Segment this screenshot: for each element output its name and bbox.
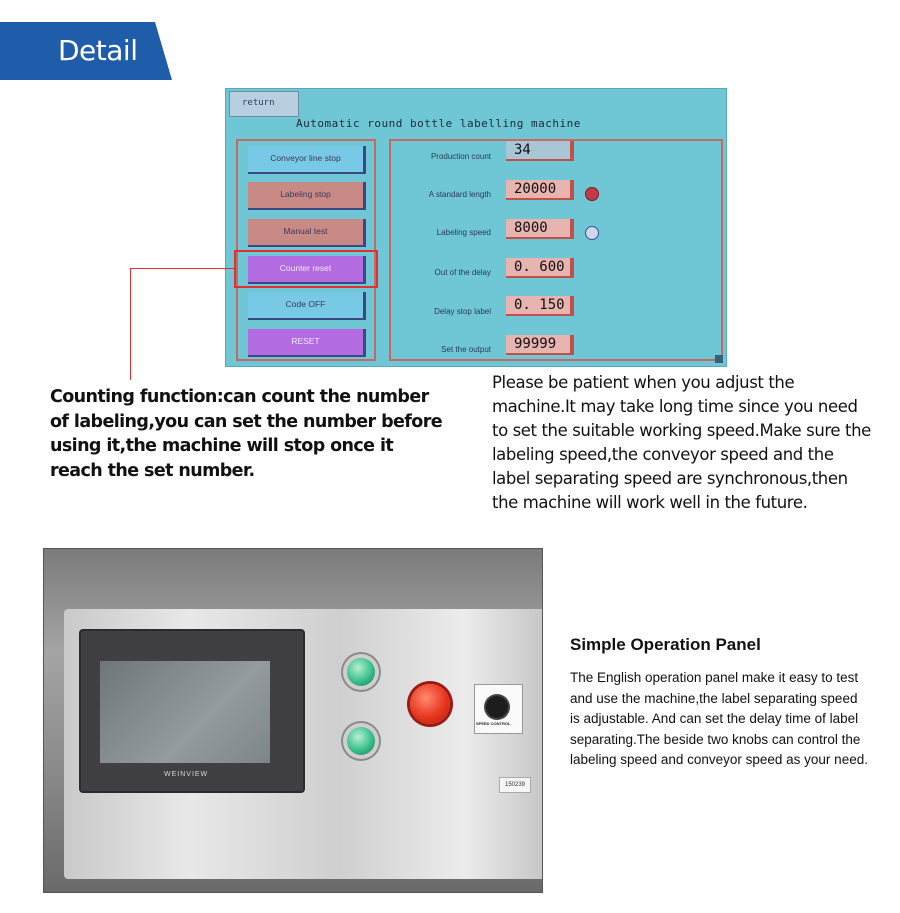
run-button-icon: [347, 727, 375, 755]
hmi-screen: return Automatic round bottle labelling …: [226, 89, 726, 366]
scroll-corner-icon: [715, 355, 723, 363]
labeling-speed-label: Labeling speed: [436, 228, 491, 237]
conveyor-line-stop-button[interactable]: Conveyor line stop: [248, 146, 366, 174]
hmi-title: Automatic round bottle labelling machine: [296, 117, 581, 130]
operation-panel-title: Simple Operation Panel: [570, 635, 761, 654]
set-output-value[interactable]: 99999: [506, 335, 574, 355]
return-button[interactable]: return: [229, 91, 299, 117]
standard-length-value[interactable]: 20000: [506, 180, 574, 200]
status-led-red-icon: [585, 187, 599, 201]
page-title: Detail: [58, 34, 138, 67]
production-count-value[interactable]: 34: [506, 141, 574, 161]
out-of-delay-label: Out of the delay: [434, 268, 491, 277]
operation-panel-description: The English operation panel make it easy…: [570, 670, 868, 767]
header-banner: [0, 22, 172, 80]
start-button-icon: [347, 658, 375, 686]
speed-control-label: SPEED CONTROL: [476, 721, 511, 726]
manual-test-button[interactable]: Manual test: [248, 219, 366, 247]
labeling-speed-value[interactable]: 8000: [506, 219, 574, 239]
production-count-label: Production count: [430, 152, 491, 161]
serial-sticker: 150239: [499, 777, 531, 793]
counter-reset-highlight: [234, 250, 378, 288]
adjustment-caption: Please be patient when you adjust the ma…: [492, 373, 871, 512]
out-of-delay-value[interactable]: 0. 600: [506, 258, 574, 278]
counting-function-caption: Counting function:can count the number o…: [50, 387, 443, 481]
touchscreen-brand: WEINVIEW: [164, 771, 209, 778]
status-led-off-icon: [585, 226, 599, 240]
speed-knob-icon: [486, 696, 508, 718]
callout-line-vertical: [130, 268, 131, 380]
counter-reset-button[interactable]: Counter reset: [248, 256, 366, 284]
callout-line: [130, 268, 234, 269]
touchscreen: [100, 661, 270, 763]
delay-stop-label-label: Delay stop label: [434, 307, 491, 316]
code-off-button[interactable]: Code OFF: [248, 292, 366, 320]
operation-panel-photo: WEINVIEW SPEED CONTROL 150239: [43, 548, 543, 893]
delay-stop-label-value[interactable]: 0. 150: [506, 296, 574, 316]
standard-length-label: A standard length: [428, 190, 491, 199]
set-output-label: Set the output: [441, 345, 491, 354]
emergency-stop-icon: [410, 684, 450, 724]
hmi-parameter-panel: [389, 139, 723, 361]
reset-button[interactable]: RESET: [248, 329, 366, 357]
labeling-stop-button[interactable]: Labeling stop: [248, 182, 366, 210]
